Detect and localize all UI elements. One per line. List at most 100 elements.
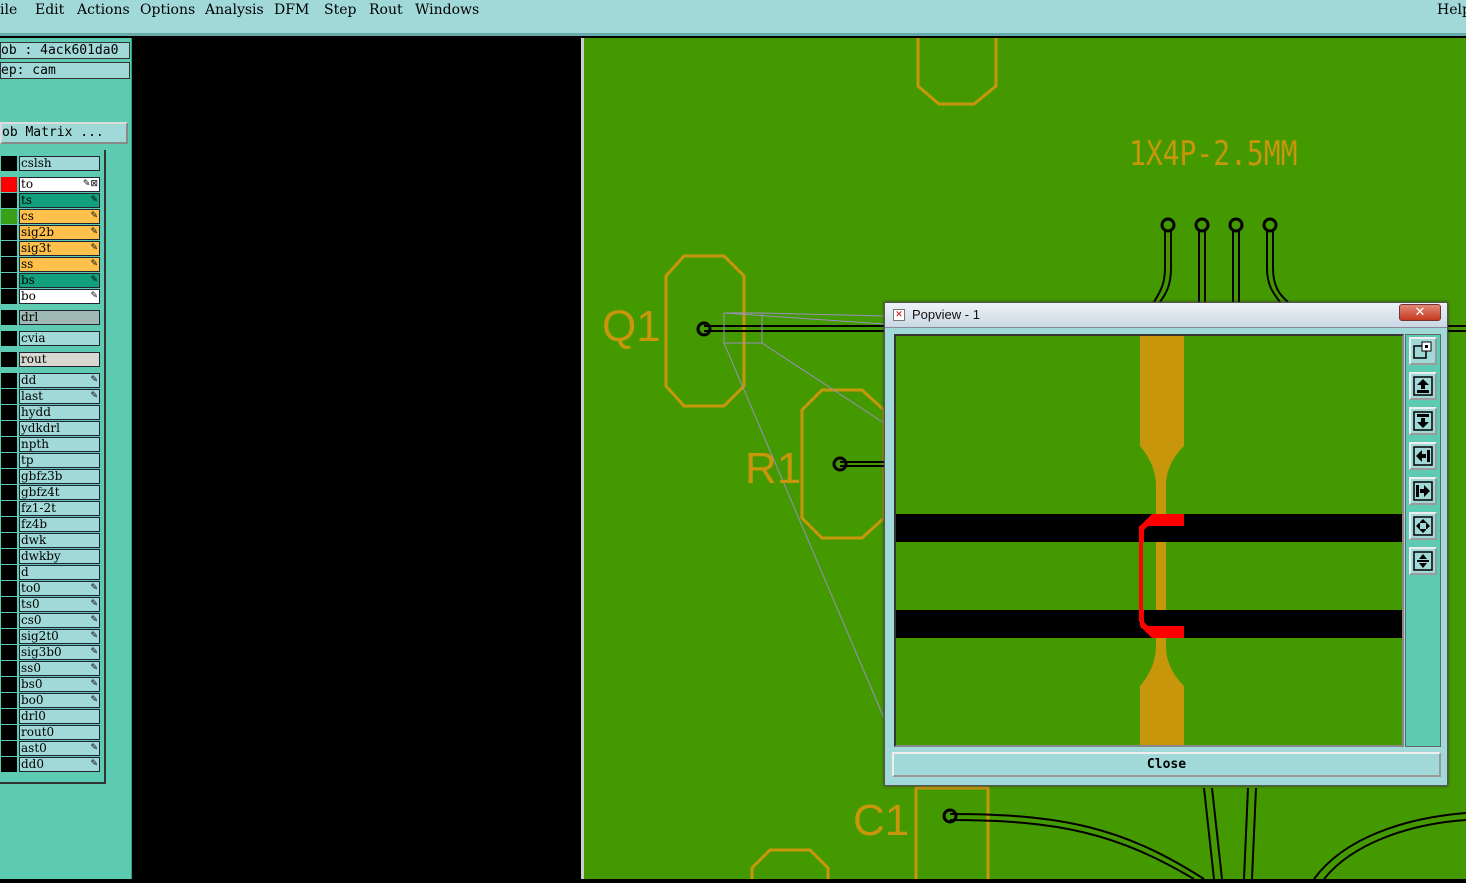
layer-row-ts0[interactable]: ts0✎ xyxy=(0,597,102,612)
layer-name[interactable]: sig2b xyxy=(19,225,100,240)
layer-color-swatch[interactable] xyxy=(1,421,17,436)
layer-row-rout0[interactable]: rout0 xyxy=(0,725,102,740)
menu-dfm[interactable]: DFM xyxy=(274,2,310,18)
layer-color-swatch[interactable] xyxy=(1,453,17,468)
layer-color-swatch[interactable] xyxy=(1,241,17,256)
layer-color-swatch[interactable] xyxy=(1,597,17,612)
layer-name[interactable]: dwkby xyxy=(19,549,100,564)
layer-color-swatch[interactable] xyxy=(1,549,17,564)
layer-name[interactable]: cvia xyxy=(19,331,100,346)
layer-color-swatch[interactable] xyxy=(1,661,17,676)
pan-left-button[interactable] xyxy=(1409,442,1437,470)
layer-row-ss[interactable]: ss✎ xyxy=(0,257,102,272)
layer-color-swatch[interactable] xyxy=(1,156,17,171)
pan-up-button[interactable] xyxy=(1409,372,1437,400)
menu-rout[interactable]: Rout xyxy=(369,2,403,18)
layer-color-swatch[interactable] xyxy=(1,437,17,452)
window-close-button[interactable]: ✕ xyxy=(1399,304,1441,321)
layer-name[interactable]: ss0 xyxy=(19,661,100,676)
layer-name[interactable]: rout0 xyxy=(19,725,100,740)
layer-color-swatch[interactable] xyxy=(1,469,17,484)
layer-name[interactable]: ts xyxy=(19,193,100,208)
layer-row-gbfz4t[interactable]: gbfz4t xyxy=(0,485,102,500)
layer-color-swatch[interactable] xyxy=(1,485,17,500)
layer-row-to0[interactable]: to0✎ xyxy=(0,581,102,596)
layer-name[interactable]: cslsh xyxy=(19,156,100,171)
menu-step[interactable]: Step xyxy=(324,2,357,18)
popview-close-button[interactable]: Close xyxy=(892,752,1441,777)
layer-color-swatch[interactable] xyxy=(1,693,17,708)
layer-color-swatch[interactable] xyxy=(1,645,17,660)
layer-color-swatch[interactable] xyxy=(1,725,17,740)
job-matrix-button[interactable]: ob Matrix ... xyxy=(0,122,128,144)
menu-edit[interactable]: Edit xyxy=(35,2,65,18)
layer-color-swatch[interactable] xyxy=(1,629,17,644)
layer-color-swatch[interactable] xyxy=(1,310,17,325)
layer-name[interactable]: bo xyxy=(19,289,100,304)
layer-row-ts[interactable]: ts✎ xyxy=(0,193,102,208)
zoom-fit-vertical-button[interactable] xyxy=(1409,547,1437,575)
layer-row-bo0[interactable]: bo0✎ xyxy=(0,693,102,708)
layer-color-swatch[interactable] xyxy=(1,177,17,192)
layer-color-swatch[interactable] xyxy=(1,289,17,304)
layer-color-swatch[interactable] xyxy=(1,757,17,772)
layer-color-swatch[interactable] xyxy=(1,373,17,388)
layer-row-bs0[interactable]: bs0✎ xyxy=(0,677,102,692)
layer-color-swatch[interactable] xyxy=(1,613,17,628)
layer-color-swatch[interactable] xyxy=(1,257,17,272)
layer-name[interactable]: bs0 xyxy=(19,677,100,692)
layer-row-fz1-2t[interactable]: fz1-2t xyxy=(0,501,102,516)
layer-row-fz4b[interactable]: fz4b xyxy=(0,517,102,532)
layer-row-d[interactable]: d xyxy=(0,565,102,580)
zoom-window-button[interactable] xyxy=(1409,337,1437,365)
layer-row-sig3b0[interactable]: sig3b0✎ xyxy=(0,645,102,660)
layer-row-bo[interactable]: bo✎ xyxy=(0,289,102,304)
menu-file[interactable]: ile xyxy=(0,2,18,18)
layer-name[interactable]: gbfz4t xyxy=(19,485,100,500)
menu-windows[interactable]: Windows xyxy=(415,2,480,18)
layer-color-swatch[interactable] xyxy=(1,225,17,240)
layer-name[interactable]: gbfz3b xyxy=(19,469,100,484)
pan-down-button[interactable] xyxy=(1409,407,1437,435)
layer-color-swatch[interactable] xyxy=(1,533,17,548)
layer-row-cvia[interactable]: cvia xyxy=(0,331,102,346)
layer-row-ast0[interactable]: ast0✎ xyxy=(0,741,102,756)
zoom-fit-horizontal-button[interactable] xyxy=(1409,512,1437,540)
menu-help[interactable]: Help xyxy=(1437,2,1466,18)
layer-row-cs[interactable]: cs✎ xyxy=(0,209,102,224)
layer-color-swatch[interactable] xyxy=(1,517,17,532)
layer-row-npth[interactable]: npth xyxy=(0,437,102,452)
layer-color-swatch[interactable] xyxy=(1,193,17,208)
layer-name[interactable]: npth xyxy=(19,437,100,452)
layer-name[interactable]: to xyxy=(19,177,100,192)
layer-color-swatch[interactable] xyxy=(1,389,17,404)
layer-color-swatch[interactable] xyxy=(1,209,17,224)
layer-name[interactable]: bo0 xyxy=(19,693,100,708)
layer-name[interactable]: dwk xyxy=(19,533,100,548)
layer-color-swatch[interactable] xyxy=(1,273,17,288)
layer-name[interactable]: dd0 xyxy=(19,757,100,772)
layer-row-to[interactable]: to✎⊠ xyxy=(0,177,102,192)
layer-row-dd0[interactable]: dd0✎ xyxy=(0,757,102,772)
layer-color-swatch[interactable] xyxy=(1,709,17,724)
layer-row-sig2b[interactable]: sig2b✎ xyxy=(0,225,102,240)
layer-name[interactable]: cs0 xyxy=(19,613,100,628)
layer-row-sig2t0[interactable]: sig2t0✎ xyxy=(0,629,102,644)
layer-name[interactable]: dd xyxy=(19,373,100,388)
layer-name[interactable]: hydd xyxy=(19,405,100,420)
layer-row-dwk[interactable]: dwk xyxy=(0,533,102,548)
layer-row-drl0[interactable]: drl0 xyxy=(0,709,102,724)
layer-row-bs[interactable]: bs✎ xyxy=(0,273,102,288)
layer-color-swatch[interactable] xyxy=(1,741,17,756)
menu-analysis[interactable]: Analysis xyxy=(205,2,264,18)
layer-color-swatch[interactable] xyxy=(1,565,17,580)
layer-row-dd[interactable]: dd✎ xyxy=(0,373,102,388)
layer-name[interactable]: ydkdrl xyxy=(19,421,100,436)
layer-name[interactable]: sig2t0 xyxy=(19,629,100,644)
layer-name[interactable]: cs xyxy=(19,209,100,224)
layer-row-drl[interactable]: drl xyxy=(0,310,102,325)
layer-name[interactable]: to0 xyxy=(19,581,100,596)
pan-right-button[interactable] xyxy=(1409,477,1437,505)
layer-row-cslsh[interactable]: cslsh xyxy=(0,156,102,171)
layer-name[interactable]: fz1-2t xyxy=(19,501,100,516)
